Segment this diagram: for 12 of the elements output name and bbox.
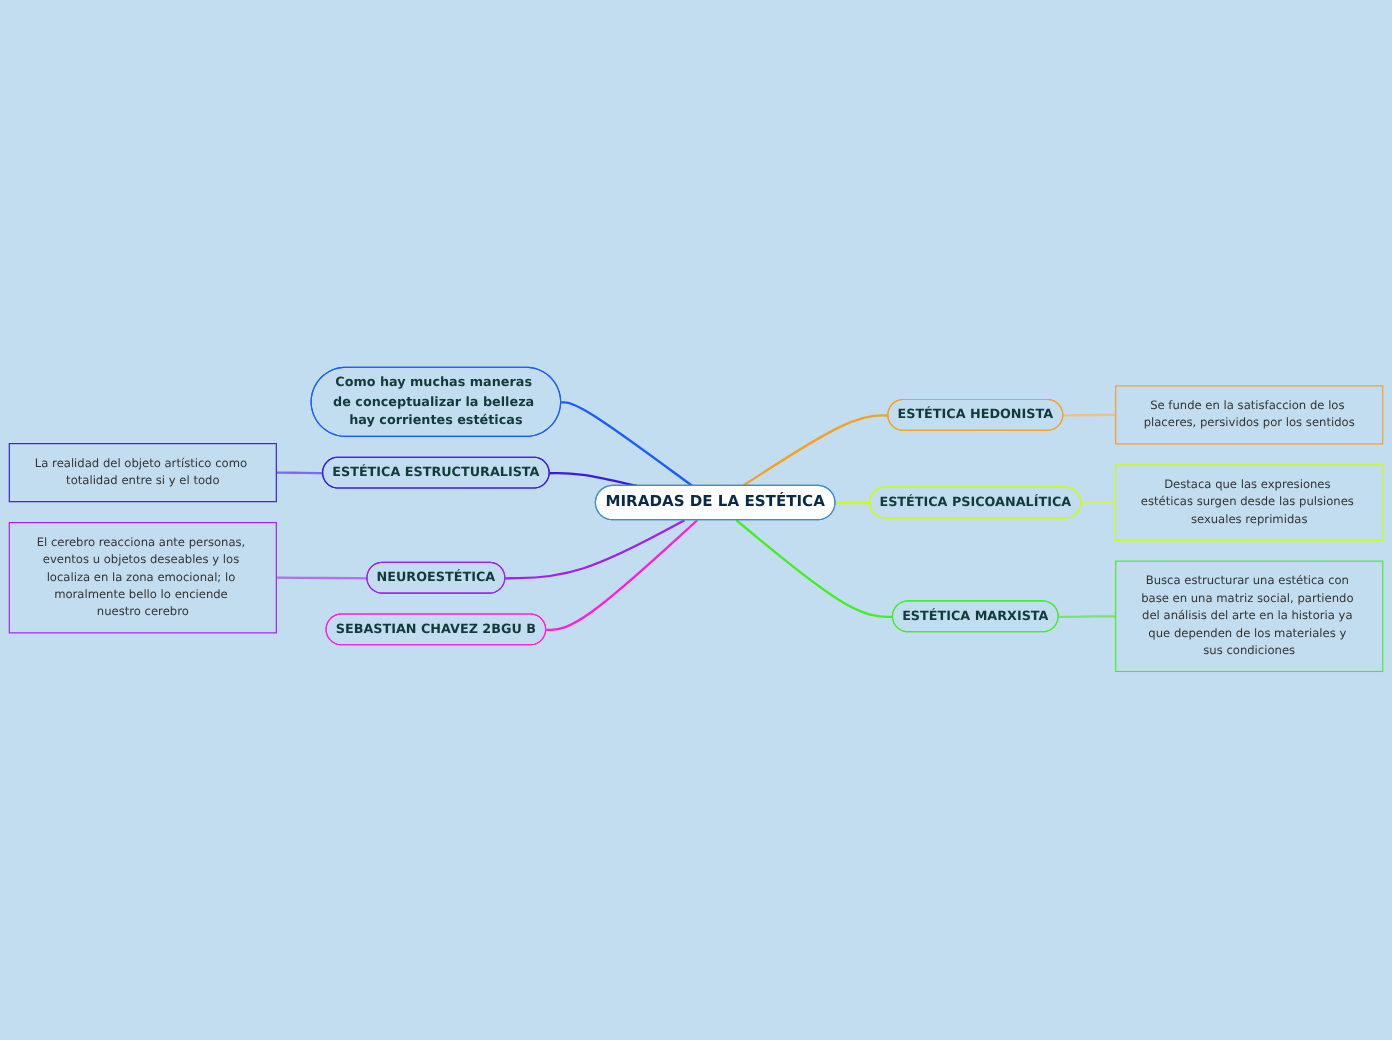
connector xyxy=(561,401,694,488)
connector xyxy=(835,502,871,505)
connector xyxy=(1063,414,1116,418)
connector xyxy=(1081,502,1116,505)
connector xyxy=(1058,615,1116,619)
connector xyxy=(735,519,894,619)
connector xyxy=(276,472,324,475)
connector xyxy=(741,414,889,488)
connector xyxy=(276,577,368,581)
connector xyxy=(549,472,638,488)
connector xyxy=(546,520,698,632)
connector xyxy=(505,519,686,581)
